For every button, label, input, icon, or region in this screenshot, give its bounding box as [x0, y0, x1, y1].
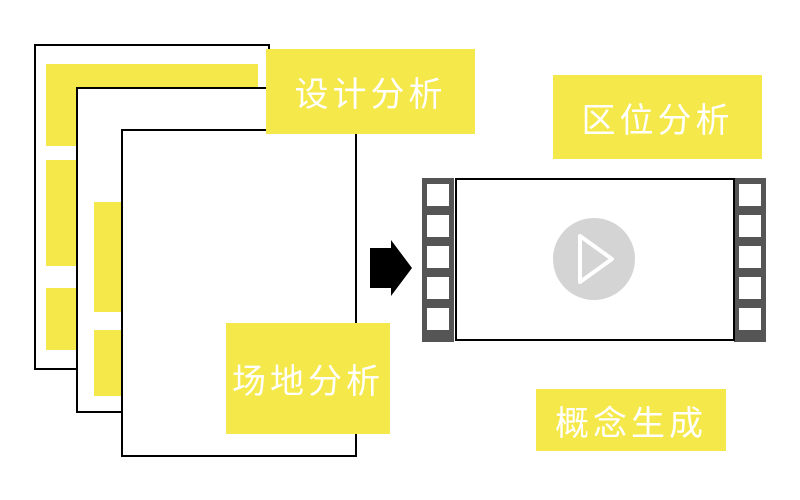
- arrow-shape: [370, 240, 412, 296]
- film-sprocket-hole: [427, 246, 449, 268]
- design-analysis-label: 设计分析: [266, 49, 475, 134]
- site-analysis-label: 场地分析: [226, 323, 390, 434]
- film-sprocket-hole: [427, 215, 449, 237]
- film-sprocket-hole: [739, 215, 761, 237]
- film-sprocket-hole: [427, 184, 449, 206]
- concept-generation-label: 概念生成: [536, 389, 726, 451]
- film-sprocket-hole: [427, 277, 449, 299]
- film-sprocket-hole: [739, 246, 761, 268]
- location-analysis-label: 区位分析: [553, 75, 762, 159]
- film-sprocket-hole: [739, 184, 761, 206]
- film-sprocket-hole: [739, 308, 761, 330]
- play-icon: [578, 234, 614, 284]
- play-button-circle: [553, 218, 635, 300]
- film-sprocket-hole: [739, 277, 761, 299]
- film-sprocket-hole: [427, 308, 449, 330]
- film-frames: [422, 178, 766, 342]
